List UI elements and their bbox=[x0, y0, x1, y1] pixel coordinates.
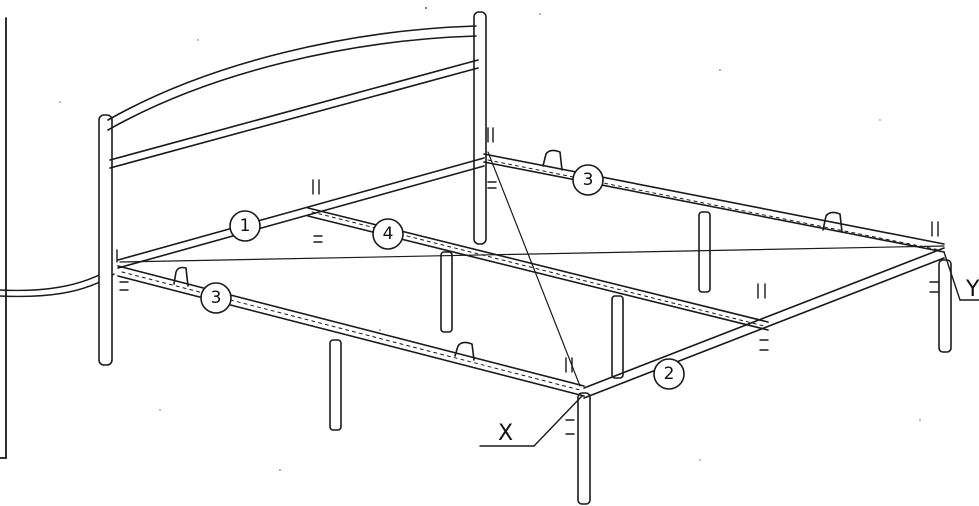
screw-icon bbox=[931, 221, 939, 237]
washer-marks bbox=[119, 181, 939, 435]
callout-part-3-back: 3 bbox=[572, 164, 604, 196]
cord bbox=[0, 267, 113, 292]
callout-label: 3 bbox=[583, 170, 594, 190]
screw-icon bbox=[757, 283, 766, 299]
page-border bbox=[0, 17, 7, 459]
marker-y-leader bbox=[943, 251, 979, 301]
callout-label: 2 bbox=[664, 364, 675, 384]
callout-part-3-front: 3 bbox=[200, 282, 232, 314]
callout-label: 3 bbox=[211, 288, 222, 308]
handles bbox=[173, 149, 843, 361]
callout-label: 1 bbox=[240, 216, 251, 236]
callout-part-2: 2 bbox=[653, 358, 685, 390]
screw-icon bbox=[312, 179, 320, 195]
marker-y: Y bbox=[965, 277, 979, 302]
marker-x-leader bbox=[479, 395, 583, 447]
screw-icon bbox=[487, 127, 494, 143]
screw-icon bbox=[565, 357, 573, 373]
marker-x: X bbox=[498, 421, 513, 446]
diagonals bbox=[119, 151, 945, 387]
scan-noise bbox=[59, 7, 921, 471]
frame-rails bbox=[117, 153, 945, 399]
callout-part-1: 1 bbox=[229, 210, 261, 242]
screws bbox=[116, 127, 939, 373]
legs bbox=[329, 211, 952, 505]
headboard bbox=[98, 11, 487, 366]
callout-label: 4 bbox=[383, 224, 394, 244]
callout-part-4: 4 bbox=[372, 218, 404, 250]
